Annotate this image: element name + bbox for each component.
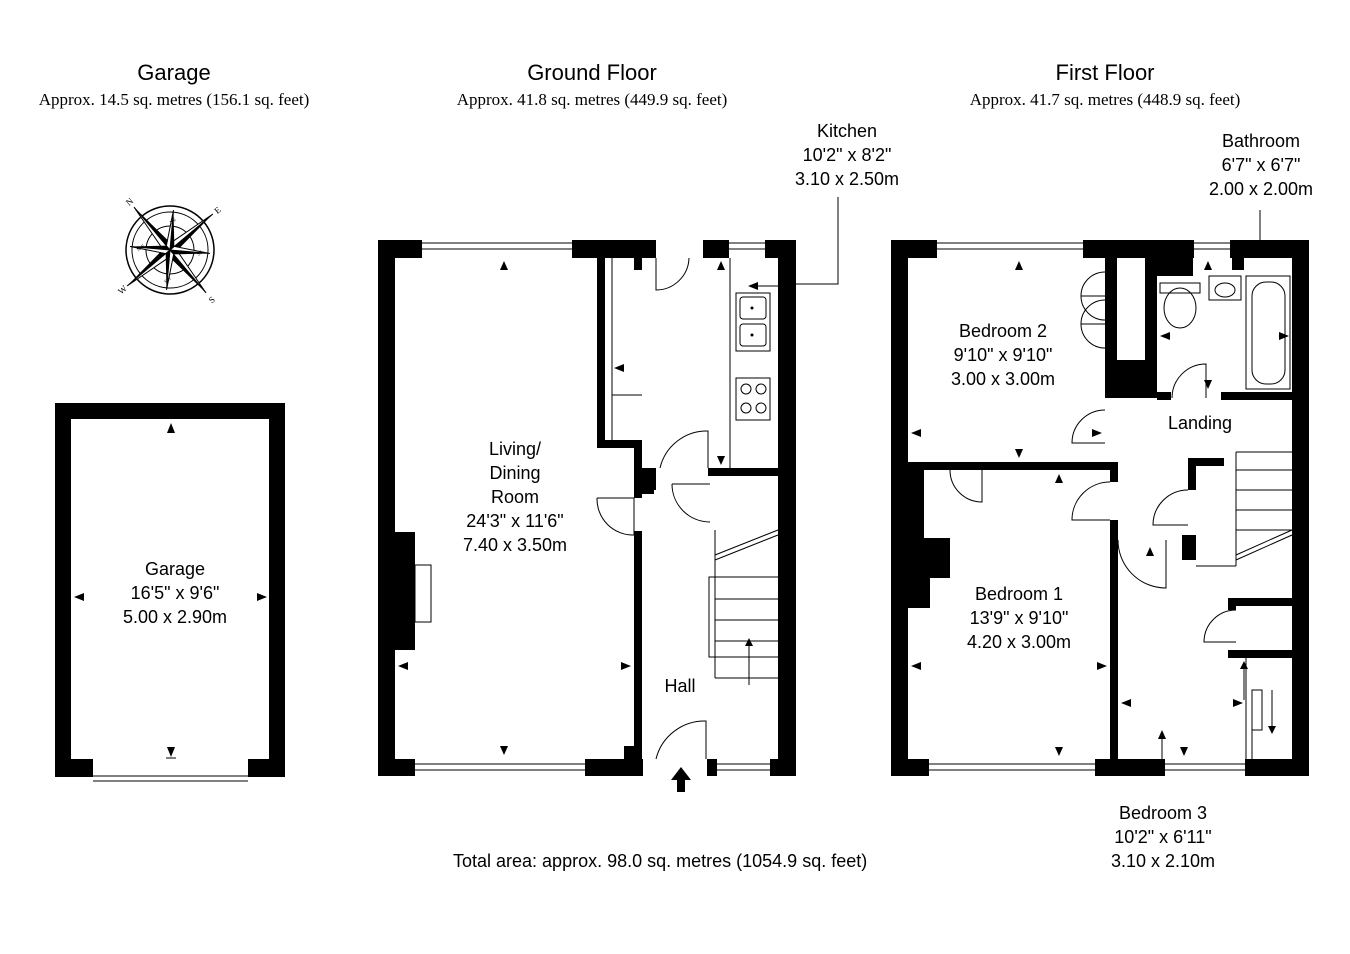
living-room-name-1: Living/	[488, 439, 542, 459]
hall-name: Hall	[664, 676, 696, 696]
entrance-arrow-icon	[671, 767, 691, 792]
first-floor-header-title: First Floor	[1055, 60, 1155, 85]
first-floor-header-area: Approx. 41.7 sq. metres (448.9 sq. feet)	[969, 90, 1241, 109]
garage-plan	[55, 403, 285, 782]
landing-label: Landing	[1150, 411, 1250, 435]
bedroom-2-label: Bedroom 2 9'10" x 9'10" 3.00 x 3.00m	[928, 319, 1078, 391]
ground-floor-header-area: Approx. 41.8 sq. metres (449.9 sq. feet)	[456, 90, 728, 109]
bedroom-1-imperial: 13'9" x 9'10"	[969, 608, 1069, 628]
garage-room-name: Garage	[144, 559, 206, 579]
garage-header-title: Garage	[137, 60, 211, 85]
living-room-imperial: 24'3" x 11'6"	[466, 511, 564, 531]
garage-room-label: Garage 16'5" x 9'6" 5.00 x 2.90m	[100, 557, 250, 629]
compass-ne-label: NE	[169, 218, 177, 226]
ground-floor-plan	[378, 197, 839, 792]
bedroom-2-name: Bedroom 2	[958, 321, 1048, 341]
living-room-name-2: Dining	[489, 463, 541, 483]
first-floor-header: First Floor Approx. 41.7 sq. metres (448…	[925, 60, 1285, 110]
bedroom-1-label: Bedroom 1 13'9" x 9'10" 4.20 x 3.00m	[944, 582, 1094, 654]
bedroom-3-metric: 3.10 x 2.10m	[1110, 851, 1216, 871]
compass-rose-icon: N S E W NE NW SE SW	[116, 195, 223, 305]
garage-header: Garage Approx. 14.5 sq. metres (156.1 sq…	[0, 60, 348, 110]
compass-w-label: W	[116, 283, 129, 296]
kitchen-label: Kitchen 10'2" x 8'2" 3.10 x 2.50m	[772, 119, 922, 191]
compass-s-label: S	[207, 294, 217, 305]
bathroom-imperial: 6'7" x 6'7"	[1221, 155, 1301, 175]
garage-header-area: Approx. 14.5 sq. metres (156.1 sq. feet)	[38, 90, 310, 109]
compass-sw-label: SW	[164, 276, 173, 285]
bedroom-1-metric: 4.20 x 3.00m	[966, 632, 1072, 652]
total-area: Total area: approx. 98.0 sq. metres (105…	[453, 851, 868, 871]
bedroom-1-name: Bedroom 1	[974, 584, 1064, 604]
garage-room-imperial: 16'5" x 9'6"	[130, 583, 220, 603]
kitchen-metric: 3.10 x 2.50m	[794, 169, 900, 189]
bedroom-2-imperial: 9'10" x 9'10"	[953, 345, 1053, 365]
landing-name: Landing	[1167, 413, 1233, 433]
compass-nw-label: NW	[137, 244, 147, 253]
bedroom-3-label: Bedroom 3 10'2" x 6'11" 3.10 x 2.10m	[1088, 801, 1238, 873]
bathroom-name: Bathroom	[1221, 131, 1301, 151]
bathroom-label: Bathroom 6'7" x 6'7" 2.00 x 2.00m	[1186, 129, 1336, 201]
hall-label: Hall	[650, 674, 710, 698]
living-room-metric: 7.40 x 3.50m	[462, 535, 568, 555]
kitchen-name: Kitchen	[816, 121, 878, 141]
first-floor-plan	[891, 210, 1309, 776]
bathroom-metric: 2.00 x 2.00m	[1208, 179, 1314, 199]
ground-floor-header-title: Ground Floor	[527, 60, 657, 85]
bedroom-3-name: Bedroom 3	[1118, 803, 1208, 823]
garage-room-metric: 5.00 x 2.90m	[122, 607, 228, 627]
living-room-label: Living/ Dining Room 24'3" x 11'6" 7.40 x…	[440, 437, 590, 557]
compass-n-label: N	[124, 195, 136, 207]
kitchen-imperial: 10'2" x 8'2"	[802, 145, 892, 165]
living-room-name-3: Room	[490, 487, 539, 507]
ground-floor-header: Ground Floor Approx. 41.8 sq. metres (44…	[412, 60, 772, 110]
compass-se-label: SE	[197, 250, 205, 258]
compass-e-label: E	[212, 204, 223, 216]
bedroom-3-imperial: 10'2" x 6'11"	[1114, 827, 1212, 847]
bedroom-2-metric: 3.00 x 3.00m	[950, 369, 1056, 389]
